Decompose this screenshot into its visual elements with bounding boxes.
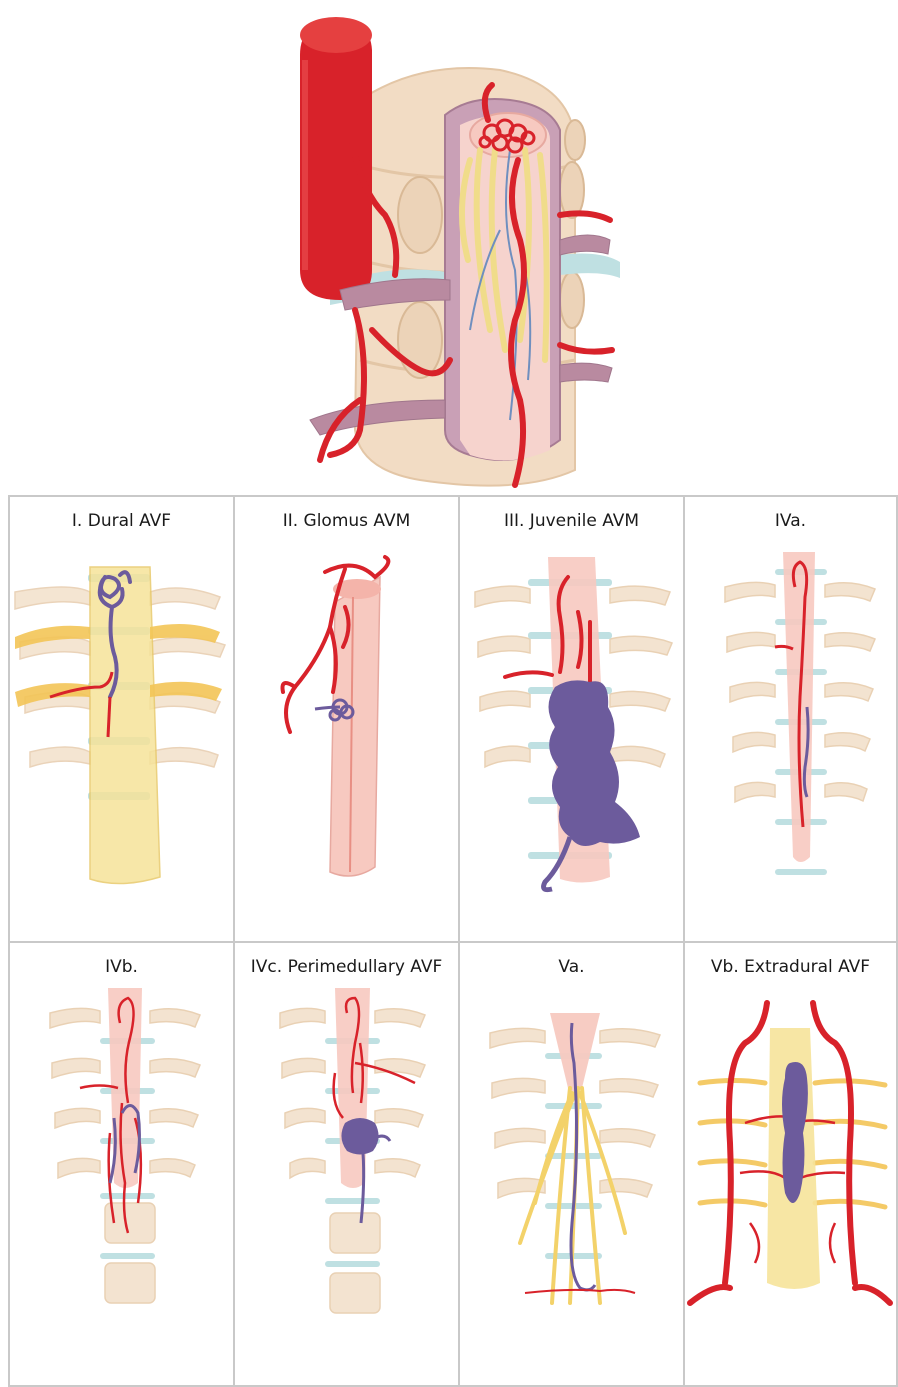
panel-perimedullary-avf: IVc. Perimedullary AVF bbox=[233, 941, 460, 1387]
panel-extradural-avf: Vb. Extradural AVF bbox=[683, 941, 898, 1387]
panel-va: Va. bbox=[458, 941, 685, 1387]
dural-sac bbox=[90, 567, 160, 884]
juvenile-avm-illustration bbox=[460, 497, 683, 941]
panel-iva: IVa. bbox=[683, 495, 898, 943]
dural-avf-illustration bbox=[10, 497, 233, 941]
aorta bbox=[300, 17, 372, 300]
spinal-anatomy-illustration bbox=[0, 0, 898, 495]
panel-dural-avf: I. Dural AVF bbox=[8, 495, 235, 943]
perimedullary-avf-illustration bbox=[235, 943, 458, 1385]
extradural-avf-illustration bbox=[685, 943, 896, 1385]
iva-illustration bbox=[685, 497, 896, 941]
classification-grid: I. Dural AVF bbox=[8, 495, 898, 1387]
panel-juvenile-avm: III. Juvenile AVM bbox=[458, 495, 685, 943]
dural-sac bbox=[445, 99, 560, 460]
feeding-artery bbox=[525, 1290, 635, 1293]
panel-ivb: IVb. bbox=[8, 941, 235, 1387]
glomus-avm-illustration bbox=[235, 497, 458, 941]
varix bbox=[341, 1118, 378, 1155]
spinal-cord bbox=[330, 577, 380, 876]
va-illustration bbox=[460, 943, 683, 1385]
panel-glomus-avm: II. Glomus AVM bbox=[233, 495, 460, 943]
ivb-illustration bbox=[10, 943, 233, 1385]
